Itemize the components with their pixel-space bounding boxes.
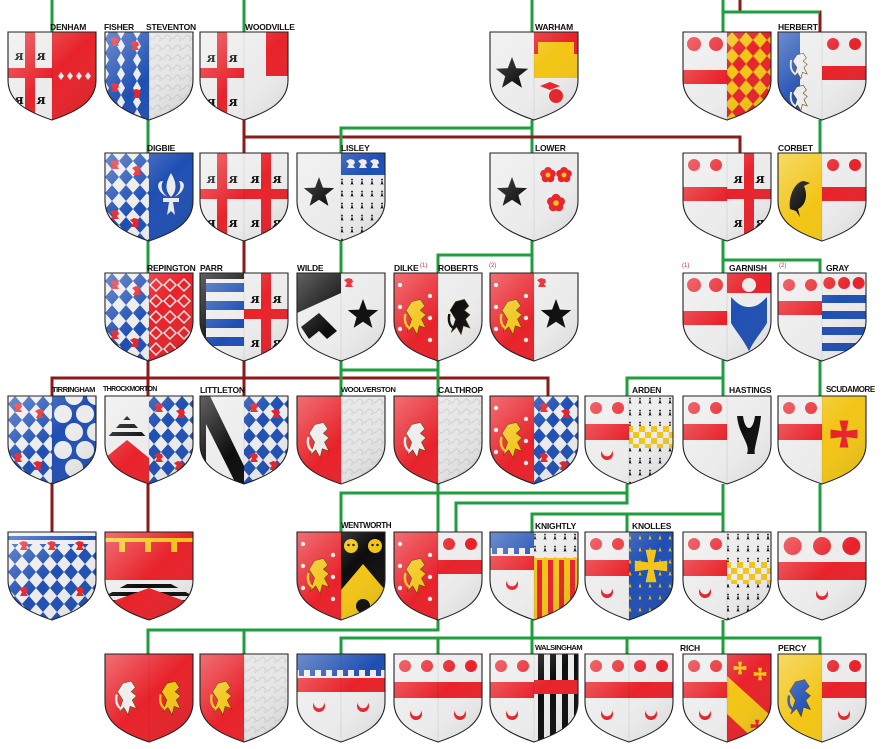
- lineage-line: [341, 360, 438, 370]
- label-dilke: DILKE: [394, 263, 419, 273]
- label-scudamore: SCUDAMORE: [826, 385, 875, 395]
- shield-throckmorton: [105, 396, 193, 484]
- shield-calthrop: [394, 396, 482, 484]
- shield-gray: [778, 273, 866, 361]
- shield-fisher-steventon: [105, 32, 193, 120]
- shield-wentworth: [297, 532, 385, 620]
- label-roberts: ROBERTS: [438, 263, 478, 273]
- shield-calthrop-2: [490, 396, 578, 484]
- shield-digbie: [105, 153, 193, 241]
- lineage-line: [244, 137, 740, 153]
- label-woolverston: WOOLVERSTON: [341, 385, 396, 395]
- shield-warham: [490, 32, 578, 120]
- label-lisley: LISLEY: [341, 143, 370, 153]
- mark-garnish: (1): [682, 262, 689, 270]
- shield-gen6-1: [105, 654, 193, 742]
- shield-wilde: [297, 273, 385, 361]
- shield-dilke-roberts: [394, 273, 482, 361]
- shield-littleton: [200, 396, 288, 484]
- shield-knolles: [585, 532, 673, 620]
- mark-gray: (2): [779, 262, 786, 270]
- label-herbert: HERBERT: [778, 22, 818, 32]
- mark-roberts: (2): [489, 262, 496, 270]
- label-denham: DENHAM: [50, 22, 86, 32]
- label-knolles: KNOLLES: [632, 521, 671, 531]
- shield-repington: [105, 273, 193, 361]
- label-corbet: CORBET: [778, 143, 813, 153]
- shield-herbert-1: [683, 32, 771, 120]
- shield-rich: [683, 654, 771, 742]
- label-walsingham: WALSINGHAM: [535, 643, 582, 653]
- label-throckmorton: THROCKMORTON: [103, 385, 157, 395]
- label-hastings: HASTINGS: [729, 385, 771, 395]
- label-digbie: DIGBIE: [147, 143, 175, 153]
- shield-scudamore: [778, 396, 866, 484]
- label-rich: RICH: [680, 643, 700, 653]
- shield-gen6-6: [585, 654, 673, 742]
- shield-percy: [778, 654, 866, 742]
- mark-dilke: (1): [420, 262, 427, 270]
- shield-garnish: [683, 273, 771, 361]
- shield-gen6-4: [394, 654, 482, 742]
- label-percy: PERCY: [778, 643, 806, 653]
- label-calthrop: CALTHROP: [438, 385, 483, 395]
- shield-woodville: ᴙᴙᴙᴙ: [200, 32, 288, 120]
- shield-lisley: [297, 153, 385, 241]
- label-littleton: LITTLETON: [200, 385, 245, 395]
- label-repington: REPINGTON: [147, 263, 196, 273]
- shield-scudamore-2: [778, 532, 866, 620]
- shield-knightly: [490, 532, 578, 620]
- shield-tirringham: [8, 387, 105, 484]
- label-steventon: STEVENTON: [146, 22, 196, 32]
- label-arden: ARDEN: [632, 385, 661, 395]
- shield-herbert-2: ᴙᴙᴙᴙ: [683, 153, 771, 241]
- shield-corbet: [778, 153, 866, 241]
- shield-dilke-2: [490, 273, 578, 361]
- label-wilde: WILDE: [297, 263, 323, 273]
- label-knightly: KNIGHTLY: [535, 521, 576, 531]
- shield-hastings: [683, 396, 771, 484]
- shield-parr: ᴙᴙᴙᴙ: [200, 273, 288, 361]
- label-lower: LOWER: [535, 143, 566, 153]
- shield-wentworth-2: [394, 532, 482, 620]
- shield-herbert: [778, 32, 866, 120]
- label-parr: PARR: [200, 263, 223, 273]
- shield-arden: [585, 396, 673, 484]
- label-gray: GRAY: [826, 263, 849, 273]
- label-warham: WARHAM: [535, 22, 573, 32]
- shield-denham: ᴙᴙᴙᴙ: [8, 32, 96, 120]
- label-garnish: GARNISH: [729, 263, 767, 273]
- label-woodville: WOODVILLE: [245, 22, 295, 32]
- shield-throckmorton-2: [105, 532, 193, 620]
- shield-gen6-2: [200, 654, 288, 742]
- label-fisher: FISHER: [104, 22, 134, 32]
- shield-lower: [490, 153, 578, 241]
- label-wentworth: WENTWORTH: [341, 521, 391, 531]
- shield-walsingham: [490, 654, 578, 742]
- shield-knolles-2: [683, 532, 771, 620]
- shield-gen6-3: [297, 654, 385, 742]
- shield-tirringham-2: [8, 532, 96, 620]
- shield-woolverston: [297, 396, 385, 484]
- label-tirringham: TIRRINGHAM: [52, 385, 95, 395]
- shield-woodville-2: ᴙᴙᴙᴙᴙᴙᴙᴙ: [200, 153, 288, 241]
